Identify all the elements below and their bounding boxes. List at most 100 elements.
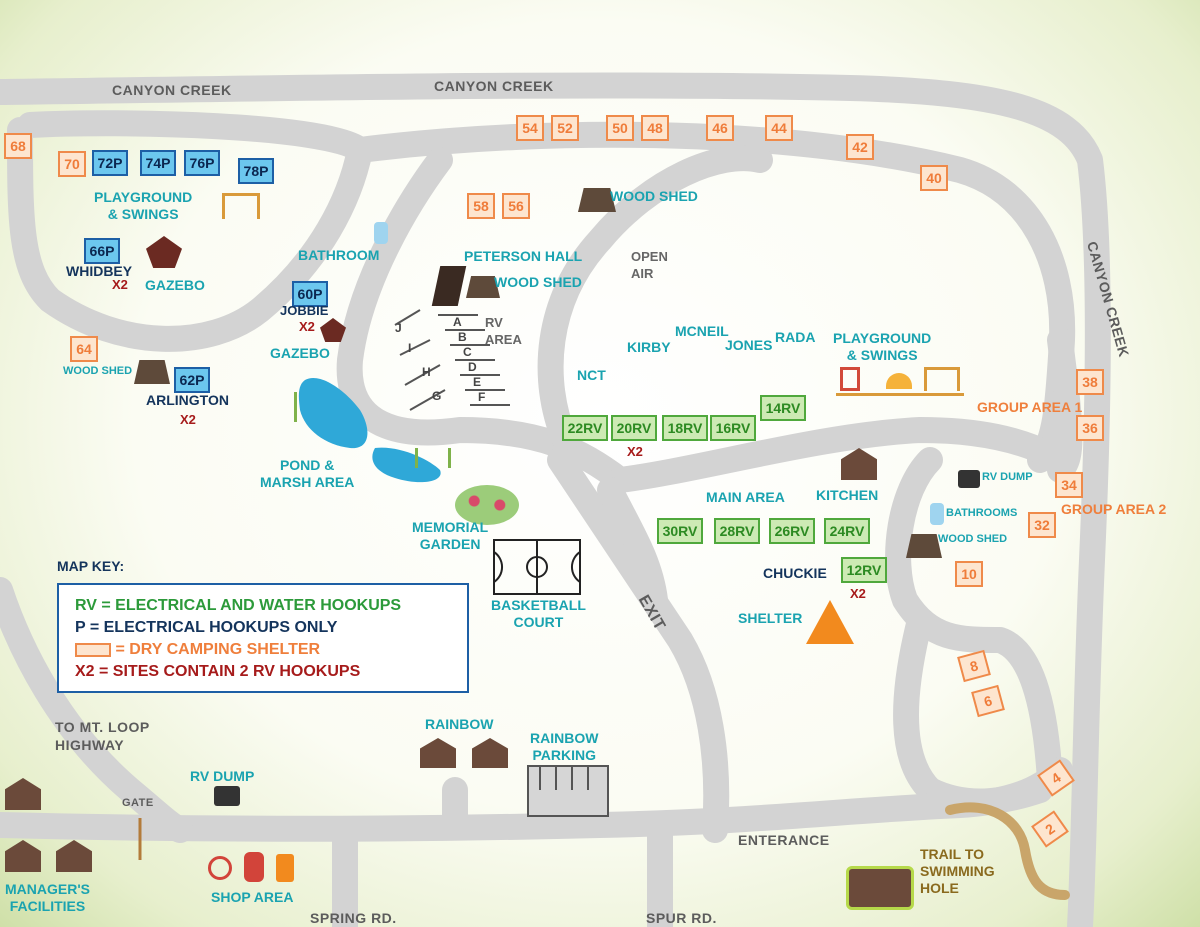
key-p-row: P = ELECTRICAL HOOKUPS ONLY (75, 619, 338, 636)
rv-lot-stalls (394, 309, 510, 411)
group-area-1-label: GROUP AREA 1 (977, 399, 1083, 415)
rainbow-label: RAINBOW (425, 716, 494, 732)
gazebo-label: GAZEBO (145, 277, 205, 293)
playground-icon (836, 365, 964, 396)
gate-label: GATE (122, 797, 154, 809)
road-center-main (607, 417, 1063, 493)
kitchen-label: KITCHEN (816, 487, 879, 503)
key-rv-row: RV = ELECTRICAL AND WATER HOOKUPS (75, 597, 402, 614)
marsh-grass-icon (294, 392, 315, 422)
shop-area-label: SHOP AREA (211, 889, 294, 905)
lot-letter-g: G (432, 389, 442, 403)
campsite-16rv: 16RV (710, 415, 756, 441)
group-area-2-label: GROUP AREA 2 (1061, 501, 1167, 517)
jobbie-label: JOBBIE (280, 303, 329, 318)
wood-shed-label: WOOD SHED (494, 274, 582, 290)
campsite-46: 46 (706, 115, 734, 141)
open-air-label: OPEN AIR (631, 249, 668, 281)
lot-letter-h: H (422, 365, 431, 379)
campsite-30rv: 30RV (657, 518, 703, 544)
lantern-icon (244, 852, 264, 882)
map-key-title: MAP KEY: (57, 558, 125, 574)
pond (298, 378, 368, 449)
x2-label: X2 (627, 444, 643, 459)
memorial-garden-label: MEMORIAL GARDEN (412, 519, 489, 552)
campsite-56: 56 (502, 193, 530, 219)
campsite-52: 52 (551, 115, 579, 141)
key-dry-row: = DRY CAMPING SHELTER (75, 641, 320, 659)
toilet-icon (930, 503, 944, 525)
marsh-grass-icon (415, 448, 451, 468)
kirby-label: KIRBY (627, 339, 671, 355)
campsite-18rv: 18RV (662, 415, 708, 441)
road-inner-north-loop (347, 121, 1076, 473)
campsite-20rv: 20RV (611, 415, 657, 441)
road-canyon-creek-top (0, 72, 1111, 927)
campsite-64: 64 (70, 336, 98, 362)
campsite-78p: 78P (238, 158, 274, 184)
road-label-canyon-creek: CANYON CREEK (112, 82, 232, 98)
road-label-spring-rd: SPRING RD. (310, 910, 397, 926)
campsite-58: 58 (467, 193, 495, 219)
basketball-court-label: BASKETBALL COURT (491, 597, 586, 630)
road-center-loop-north (537, 145, 773, 453)
road-exit (547, 447, 730, 843)
mcneil-label: MCNEIL (675, 323, 729, 339)
wood-shed-label: WOOD SHED (938, 533, 1008, 545)
campsite-76p: 76P (184, 150, 220, 176)
marsh (372, 447, 441, 483)
road-canyon-right-upper (1047, 327, 1083, 483)
wood-shed-icon (578, 188, 616, 212)
rainbow-parking-label: RAINBOW PARKING (530, 730, 599, 763)
road-label-spur-rd: SPUR RD. (646, 910, 717, 926)
rv-dump-icon (214, 786, 240, 806)
campsite-22rv: 22RV (562, 415, 608, 441)
rv-dump-label: RV DUMP (982, 471, 1033, 483)
campsite-60p: 60P (292, 281, 328, 307)
campsite-74p: 74P (140, 150, 176, 176)
key-dry-text: = DRY CAMPING SHELTER (115, 641, 321, 658)
nct-label: NCT (577, 367, 606, 383)
campsite-40: 40 (920, 165, 948, 191)
lot-letter-f: F (478, 390, 486, 404)
campsite-24rv: 24RV (824, 518, 870, 544)
gazebo-label: GAZEBO (270, 345, 330, 361)
lot-letter-c: C (463, 345, 472, 359)
lot-letter-e: E (473, 375, 482, 389)
road-west-diagonal (0, 577, 193, 843)
jones-label: JONES (725, 337, 773, 353)
parking-lot-icon (527, 765, 609, 817)
key-x2-row: X2 = SITES CONTAIN 2 RV HOOKUPS (75, 663, 361, 680)
fuel-canister-icon (276, 854, 294, 882)
toilet-icon (374, 222, 388, 244)
road-label-canyon-creek: CANYON CREEK (434, 78, 554, 94)
campsite-38: 38 (1076, 369, 1104, 395)
managers-facilities-label: MANAGER'S FACILITIES (5, 881, 90, 914)
wood-shed-icon (466, 276, 500, 298)
flower-garden-icon (455, 485, 519, 525)
bathroom-label: BATHROOM (298, 247, 380, 263)
playground-label: PLAYGROUND & SWINGS (94, 189, 193, 222)
x2-label: X2 (180, 412, 196, 427)
campsite-54: 54 (516, 115, 544, 141)
wood-shed-icon (906, 534, 942, 558)
rv-dump-label: RV DUMP (190, 768, 255, 784)
lot-letter-j: J (395, 321, 402, 335)
wood-shed-icon (134, 360, 170, 384)
campsite-42: 42 (846, 134, 874, 160)
swing-set-icon (222, 193, 260, 219)
wood-shed-label: WOOD SHED (610, 188, 698, 204)
lot-letter-b: B (458, 330, 467, 344)
shelter-label: SHELTER (738, 610, 803, 626)
compass-icon (208, 856, 232, 880)
main-area-label: MAIN AREA (706, 489, 785, 505)
road-east-loop (885, 447, 1063, 793)
campsite-72p: 72P (92, 150, 128, 176)
map-key: RV = ELECTRICAL AND WATER HOOKUPS P = EL… (57, 583, 469, 693)
campsite-62p: 62P (174, 367, 210, 393)
campsite-70: 70 (58, 151, 86, 177)
hiking-boots-icon (846, 866, 914, 910)
campsite-50: 50 (606, 115, 634, 141)
